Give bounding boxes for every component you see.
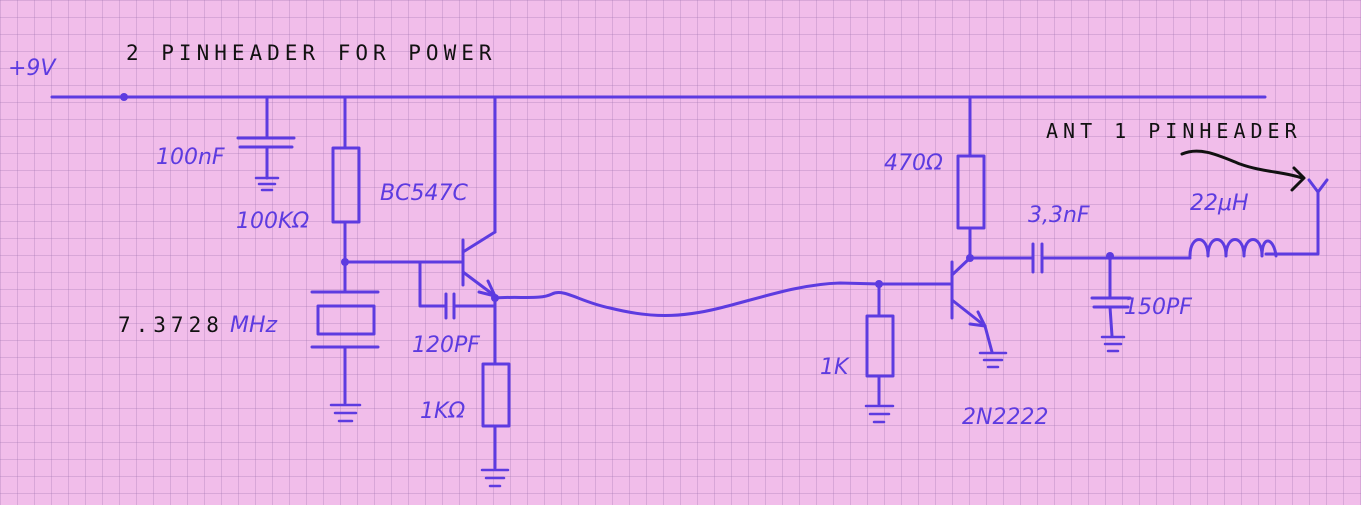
interstage-wire	[493, 281, 882, 317]
power-note: 2 PINHEADER FOR POWER	[126, 41, 497, 65]
capacitor-150pf	[1090, 254, 1132, 353]
label-22uh: 22μH	[1190, 191, 1249, 216]
resistor-470	[956, 95, 986, 260]
label-1k-base: 1K	[820, 355, 850, 380]
transistor-2n2222	[950, 256, 1008, 369]
arrowhead-icon	[1290, 166, 1306, 192]
label-3-3nf: 3,3nF	[1028, 203, 1090, 228]
inductor-22uh	[1188, 190, 1320, 258]
capacitor-100nf	[236, 95, 296, 192]
label-1k-emitter: 1KΩ	[420, 399, 465, 424]
label-120pf: 120PF	[412, 333, 480, 358]
label-bc547c: BC547C	[380, 181, 468, 206]
label-100nf: 100nF	[156, 145, 225, 170]
resistor-100k	[331, 95, 361, 264]
supply-label: +9V	[8, 56, 57, 81]
crystal-unit: MHz	[230, 313, 278, 338]
crystal-resonator	[310, 260, 380, 423]
resistor-1k-emitter	[480, 296, 511, 488]
capacitor-3-3nf	[968, 242, 1192, 274]
label-150pf: 150PF	[1124, 295, 1192, 320]
label-2n2222: 2N2222	[962, 405, 1048, 430]
supply-node	[120, 93, 128, 101]
label-470: 470Ω	[884, 151, 943, 176]
resistor-1k-base	[864, 282, 895, 424]
capacitor-120pf	[418, 260, 497, 320]
antenna-pointer-arrow	[1180, 149, 1304, 180]
label-100k: 100KΩ	[236, 209, 309, 234]
antenna-icon	[1307, 178, 1329, 194]
antenna-note: ANT 1 PINHEADER	[1046, 119, 1302, 143]
crystal-frequency: 7.3728	[118, 313, 224, 337]
